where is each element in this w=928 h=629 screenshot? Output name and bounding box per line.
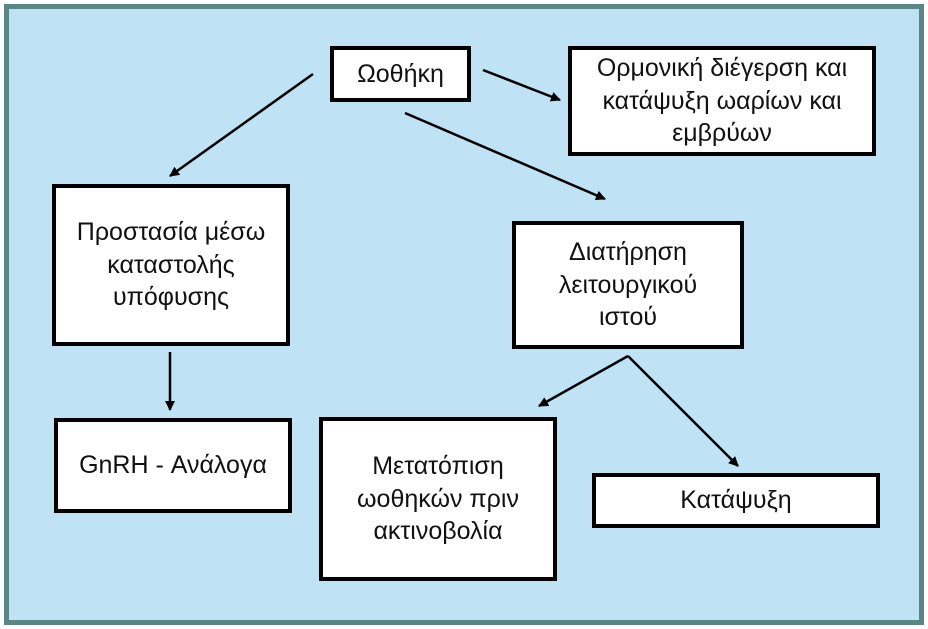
node-ovary-label: Ωοθήκη xyxy=(357,59,444,88)
node-transposition-label: Μετατόπιση ωοθηκών πριν ακτινοβολία xyxy=(357,452,519,546)
node-gnrh: GnRH - Ανάλογα xyxy=(54,418,292,513)
node-freeze-label: Κατάψυξη xyxy=(680,486,792,515)
node-preserve-tissue: Διατήρηση λειτουργικού ιστού xyxy=(512,221,744,349)
node-protection: Προστασία μέσω καταστολής υπόφυσης xyxy=(52,184,290,346)
node-preserve-tissue-label: Διατήρηση λειτουργικού ιστού xyxy=(558,238,698,332)
node-protection-label: Προστασία μέσω καταστολής υπόφυσης xyxy=(76,218,266,312)
node-ovary: Ωοθήκη xyxy=(330,46,471,102)
node-gnrh-label: GnRH - Ανάλογα xyxy=(79,451,267,480)
node-hormonal-stimulation-label: Ορμονική διέγερση και κατάψυξη ωαρίων κα… xyxy=(596,54,848,148)
node-freeze: Κατάψυξη xyxy=(592,473,880,528)
node-transposition: Μετατόπιση ωοθηκών πριν ακτινοβολία xyxy=(319,417,557,581)
node-hormonal-stimulation: Ορμονική διέγερση και κατάψυξη ωαρίων κα… xyxy=(568,46,876,156)
